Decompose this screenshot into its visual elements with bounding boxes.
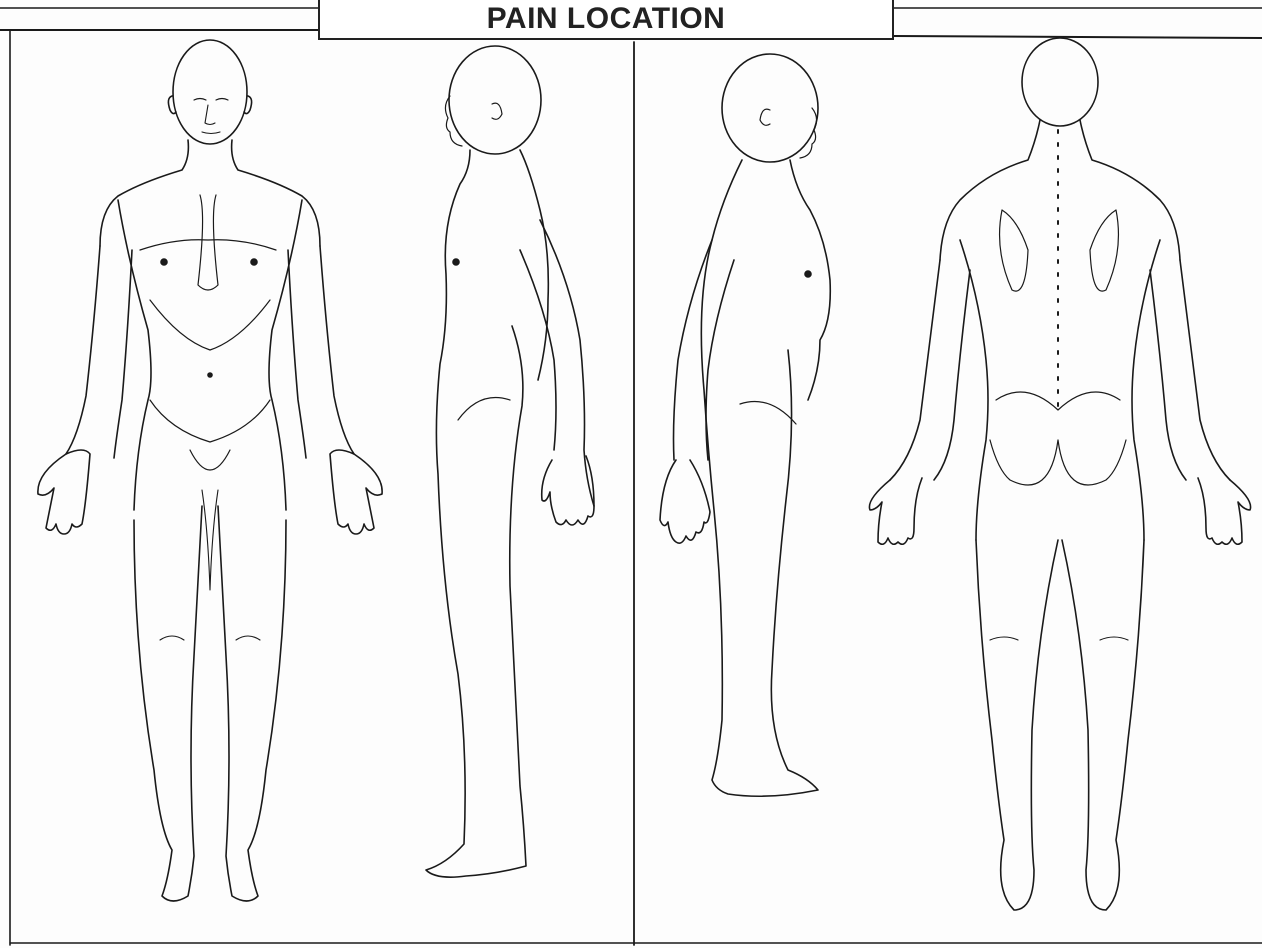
title-box: PAIN LOCATION (318, 0, 894, 40)
side-right-hand (660, 460, 710, 543)
front-right-hand (330, 450, 382, 534)
side-view-figure-left (426, 46, 594, 877)
front-left-hand (38, 450, 90, 534)
back-head (1022, 38, 1098, 126)
back-left-hand (869, 478, 922, 544)
side-left-head (449, 46, 541, 154)
front-head (173, 40, 247, 144)
form-title: PAIN LOCATION (487, 2, 726, 36)
back-right-hand (1198, 478, 1251, 544)
side-right-head (722, 54, 818, 162)
side-view-figure-right (660, 54, 830, 796)
front-view-figure (38, 40, 382, 901)
form-frame (0, 8, 1262, 945)
back-view-figure (869, 38, 1250, 910)
